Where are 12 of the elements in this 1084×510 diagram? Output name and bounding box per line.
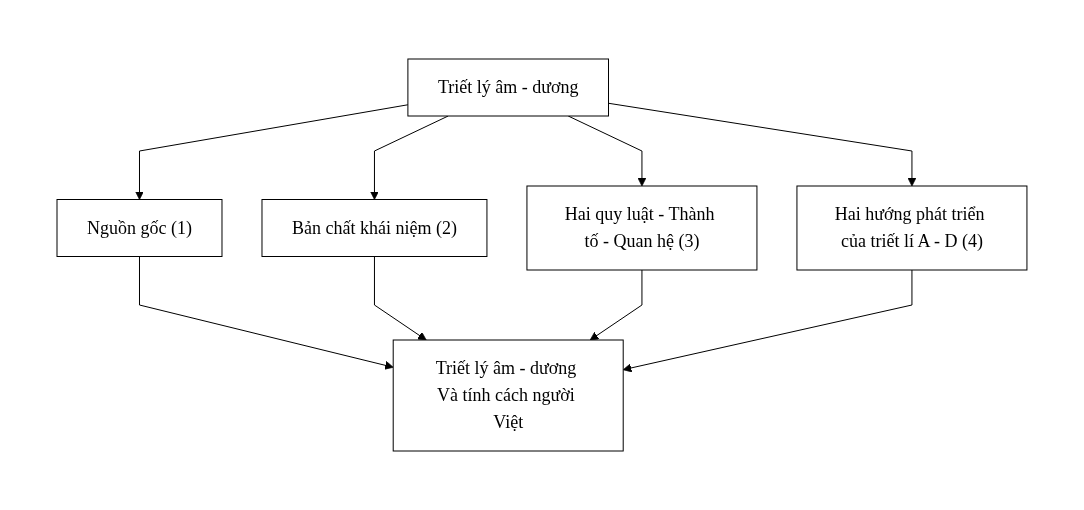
node-box: Nguồn gốc (1) (56, 199, 223, 257)
arrow (374, 256, 427, 341)
arrow (622, 269, 913, 373)
arrow (589, 269, 643, 341)
node-box: Triết lý âm - dương Và tính cách người Việt (392, 339, 624, 452)
node-box: Bản chất khái niệm (2) (261, 199, 488, 257)
arrow (608, 102, 917, 187)
node-box: Triết lý âm - dương (407, 58, 610, 117)
arrow (135, 104, 409, 200)
node-box: Hai quy luật - Thành tố - Quan hệ (3) (526, 185, 758, 271)
node-box: Hai hướng phát triển của triết lí A - D (4) (796, 185, 1028, 271)
arrow (139, 256, 394, 370)
